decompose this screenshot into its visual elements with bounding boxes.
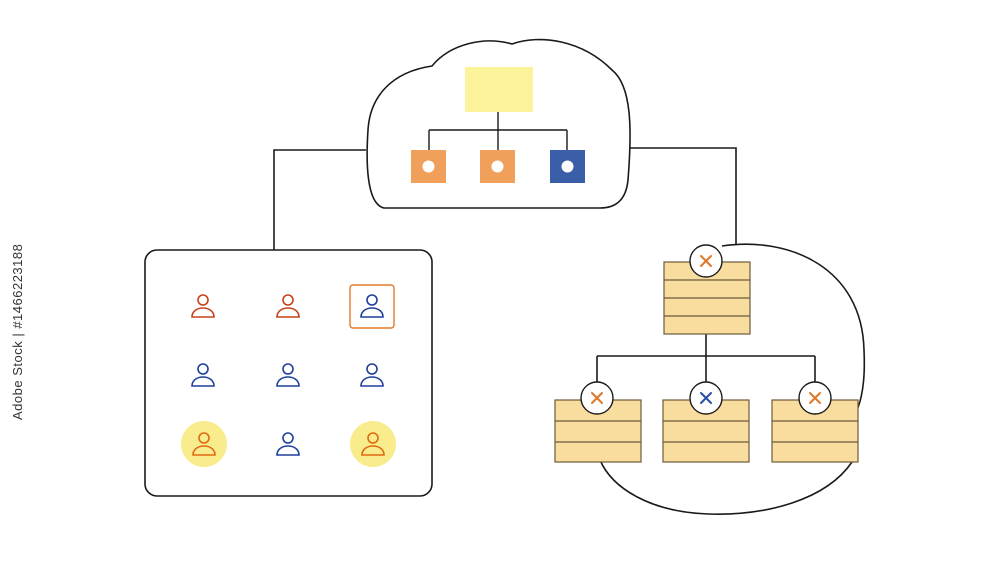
cloud-to-users-connector: [273, 149, 366, 250]
watermark-text: Adobe Stock | #1466223188: [10, 243, 25, 420]
users-panel: [144, 249, 433, 497]
cloud-node-3: [550, 150, 585, 183]
user-highlight: [181, 421, 227, 467]
user-icon: [191, 363, 215, 387]
x-icon: [700, 392, 712, 404]
cloud-to-database-connector: [628, 147, 737, 245]
cloud-node-2: [480, 150, 515, 183]
user-icon: [276, 432, 300, 456]
user-icon: [191, 294, 215, 318]
user-icon: [276, 363, 300, 387]
user-icon: [276, 294, 300, 318]
x-icon: [700, 255, 712, 267]
database-right: [771, 381, 859, 463]
x-icon: [591, 392, 603, 404]
connectors: [273, 147, 866, 515]
user-icon: [192, 432, 216, 456]
database-top: [663, 244, 751, 335]
database-loop: [599, 243, 866, 515]
user-icon: [360, 294, 384, 318]
database-middle: [662, 381, 750, 463]
cloud-tree-lines: [428, 112, 568, 150]
circle-node-icon: [561, 160, 574, 173]
circle-node-icon: [422, 160, 435, 173]
selected-user-frame: [349, 284, 395, 329]
user-icon: [360, 363, 384, 387]
x-icon: [809, 392, 821, 404]
database-left: [554, 381, 642, 463]
databases: [554, 244, 859, 463]
user-highlight: [350, 421, 396, 467]
cloud: [366, 38, 631, 209]
cloud-node-1: [411, 150, 446, 183]
circle-node-icon: [491, 160, 504, 173]
cloud-root-box: [465, 67, 533, 112]
user-icon: [361, 432, 385, 456]
